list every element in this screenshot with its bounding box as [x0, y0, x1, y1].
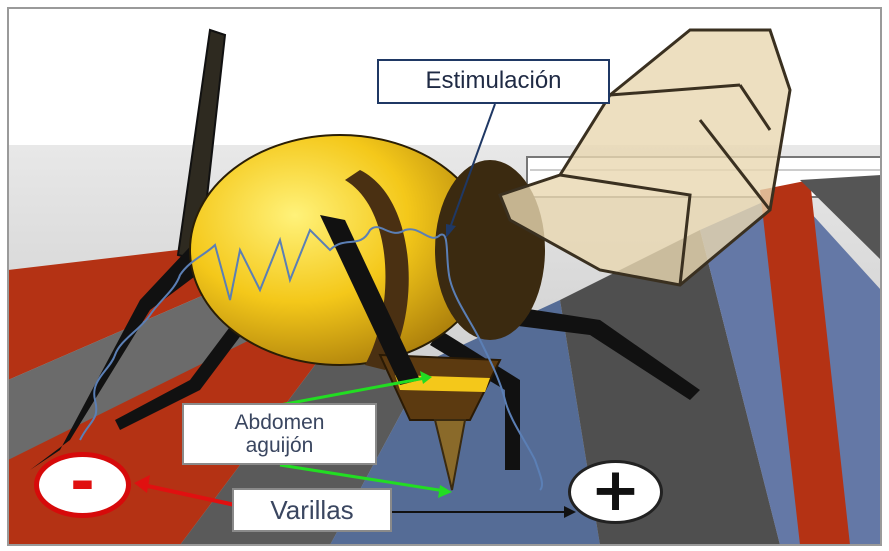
stimulation-label-text: Estimulación — [425, 68, 561, 94]
stinger-label-text: aguijón — [246, 434, 314, 457]
positive-terminal: + — [568, 460, 663, 524]
abdomen-label-text: Abdomen — [235, 411, 325, 434]
rods-label: Varillas — [232, 488, 392, 532]
positive-terminal-sign: + — [590, 460, 640, 520]
negative-terminal: - — [34, 452, 131, 518]
negative-terminal-sign: - — [70, 452, 95, 512]
rods-label-text: Varillas — [270, 496, 353, 525]
abdomen-stinger-label: Abdomen aguijón — [182, 403, 377, 465]
stimulation-label: Estimulación — [377, 59, 610, 104]
